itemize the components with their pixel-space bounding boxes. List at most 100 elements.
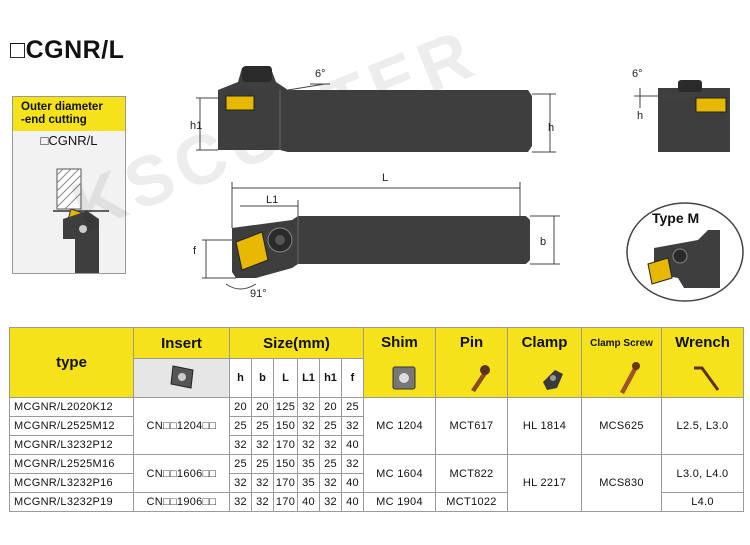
type-cell: MCGNR/L3232P19 (9, 492, 134, 512)
col-b: b (251, 358, 274, 398)
size-cell: 32 (341, 454, 364, 474)
header-pin: Pin (435, 327, 508, 398)
application-diagram (53, 168, 109, 273)
top-angle-label: 6° (315, 68, 326, 80)
size-cell: 32 (297, 416, 320, 436)
size-cell: 32 (251, 473, 274, 493)
clamp-icon (543, 370, 563, 390)
size-cell: 40 (341, 492, 364, 512)
size-cell: 32 (319, 473, 342, 493)
application-panel: Outer diameter -end cutting □CGNR/L (12, 96, 126, 274)
application-header: Outer diameter -end cutting (13, 97, 125, 131)
col-h1: h1 (319, 358, 342, 398)
type-m-label: Type M (652, 210, 700, 226)
pin-cell: MCT1022 (435, 492, 508, 512)
L-label: L (382, 172, 389, 184)
shim-cell: MC 1204 (363, 397, 436, 455)
pin-icon (471, 365, 490, 392)
size-cell: 32 (297, 435, 320, 455)
type-cell: MCGNR/L2525M12 (9, 416, 134, 436)
size-cell: 32 (251, 435, 274, 455)
size-cell: 40 (341, 473, 364, 493)
col-f: f (341, 358, 364, 398)
f-label: f (193, 245, 197, 257)
insert-icon (169, 364, 194, 389)
size-cell: 25 (229, 416, 252, 436)
b-label: b (540, 236, 547, 248)
col-L: L (273, 358, 298, 398)
header-clamp-screw: Clamp Screw (581, 327, 662, 398)
application-code: □CGNR/L (40, 133, 98, 148)
approach-angle-label: 91° (250, 288, 267, 300)
tool-side-view (634, 80, 730, 152)
shim-cell: MC 1904 (363, 492, 436, 512)
size-cell: 25 (319, 454, 342, 474)
side-angle-label: 6° (632, 68, 643, 80)
size-cell: 125 (273, 397, 298, 417)
size-cell: 32 (297, 397, 320, 417)
size-cell: 25 (319, 416, 342, 436)
table-row: MCGNR/L3232P12 32 32 170 32 32 40 (9, 435, 744, 455)
size-cell: 32 (319, 492, 342, 512)
size-cell: 25 (341, 397, 364, 417)
insert-cell: CN□□1606□□ (133, 454, 230, 493)
clamp-cell: HL 1814 (507, 397, 582, 455)
type-cell: MCGNR/L3232P16 (9, 473, 134, 493)
size-cell: 170 (273, 473, 298, 493)
size-cell: 32 (229, 473, 252, 493)
header-type: type (9, 327, 134, 398)
insert-image (133, 358, 230, 398)
wrench-icon (694, 366, 720, 391)
header-size: Size(mm) (229, 327, 364, 359)
size-cell: 20 (251, 397, 274, 417)
h1-label: h1 (190, 120, 203, 132)
spec-table: type Insert Size(mm) Shim Pin Clamp Clam… (9, 327, 744, 512)
shim-cell: MC 1604 (363, 454, 436, 493)
table-row: MCGNR/L3232P19 CN□□1906□□ 32 32 170 40 3… (9, 492, 744, 512)
size-cell: 32 (341, 416, 364, 436)
size-cell: 25 (251, 416, 274, 436)
size-cell: 35 (297, 473, 320, 493)
pin-cell: MCT617 (435, 397, 508, 455)
page-title: □CGNR/L (10, 36, 125, 64)
size-cell: 32 (319, 435, 342, 455)
size-cell: 25 (251, 454, 274, 474)
clamp-cell: HL 2217 (507, 454, 582, 512)
size-cell: 150 (273, 416, 298, 436)
insert-cell: CN□□1204□□ (133, 397, 230, 455)
tool-top-view (202, 182, 560, 290)
header-insert: Insert (133, 327, 230, 359)
h-side-label: h (637, 110, 644, 122)
pin-cell: MCT822 (435, 454, 508, 493)
size-cell: 25 (229, 454, 252, 474)
size-cell: 20 (229, 397, 252, 417)
type-cell: MCGNR/L3232P12 (9, 435, 134, 455)
screw-cell: MCS830 (581, 454, 662, 512)
clamp-screw-icon (620, 362, 640, 394)
wrench-cell: L3.0, L4.0 (661, 454, 744, 493)
type-m-diagram (626, 202, 744, 302)
L1-label: L1 (266, 194, 279, 206)
insert-cell: CN□□1906□□ (133, 492, 230, 512)
size-cell: 32 (251, 492, 274, 512)
h-label: h (548, 122, 555, 134)
size-cell: 20 (319, 397, 342, 417)
wrench-cell: L2.5, L3.0 (661, 397, 744, 455)
header-wrench: Wrench (661, 327, 744, 398)
size-cell: 170 (273, 492, 298, 512)
size-cell: 32 (229, 492, 252, 512)
shim-icon (392, 366, 416, 390)
table-row: MCGNR/L2525M16 CN□□1606□□ 25 25 150 35 2… (9, 454, 744, 512)
type-cell: MCGNR/L2525M16 (9, 454, 134, 474)
col-h: h (229, 358, 252, 398)
wrench-cell: L4.0 (661, 492, 744, 512)
type-cell: MCGNR/L2020K12 (9, 397, 134, 417)
size-cell: 35 (297, 454, 320, 474)
size-cell: 150 (273, 454, 298, 474)
size-cell: 40 (297, 492, 320, 512)
size-cell: 32 (229, 435, 252, 455)
screw-cell: MCS625 (581, 397, 662, 455)
table-row: MCGNR/L2020K12 CN□□1204□□ 20 20 125 32 2… (9, 397, 744, 455)
tool-front-view (196, 66, 556, 153)
size-cell: 170 (273, 435, 298, 455)
